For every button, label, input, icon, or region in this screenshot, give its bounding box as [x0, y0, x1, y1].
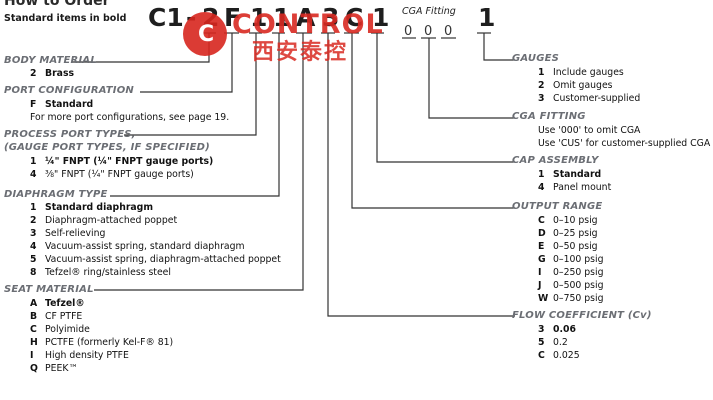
code-cga-digit-1: 0: [404, 24, 413, 39]
cga-fitting-title: CGA FITTING: [512, 111, 586, 122]
cga-fitting-note: Use '000' to omit CGA: [538, 125, 641, 136]
page-heading-clipped: How to Order: [4, 0, 110, 9]
seat-material-title: SEAT MATERIAL: [4, 284, 94, 295]
port-configuration-title: PORT CONFIGURATION: [4, 85, 134, 96]
code-cap-assembly: 1: [372, 3, 390, 32]
gauges-title: GAUGES: [512, 53, 560, 64]
cap-assembly-title: CAP ASSEMBLY: [512, 155, 599, 166]
output-range-title: OUTPUT RANGE: [512, 201, 603, 212]
code-gauges: 1: [478, 3, 496, 32]
diaphragm-type-title: DIAPHRAGM TYPE: [4, 189, 108, 200]
process-port-subtitle: (GAUGE PORT TYPES, IF SPECIFIED): [4, 142, 210, 153]
code-cga-digit-2: 0: [424, 24, 433, 39]
cga-fitting-label: CGA Fitting: [402, 6, 456, 17]
watermark-logo-letter: C: [198, 22, 215, 47]
code-flow-coefficient: 3: [322, 3, 340, 32]
watermark-text: CONTROL: [232, 9, 384, 40]
standard-items-note: Standard items in bold: [4, 13, 127, 24]
code-prefix: C1: [148, 3, 184, 32]
watermark-logo-icon: [183, 12, 227, 56]
code-seat-material: A: [296, 3, 316, 32]
code-cga-digit-3: 0: [444, 24, 453, 39]
flow-coefficient-title: FLOW COEFFICIENT (Cv): [512, 310, 652, 321]
cga-fitting-note: Use 'CUS' for customer-supplied CGA: [538, 138, 711, 149]
code-port-configuration: F: [224, 3, 242, 32]
port-configuration-note: For more port configurations, see page 1…: [30, 112, 230, 123]
body-material-title: BODY MATERIAL: [4, 55, 97, 66]
code-output-range: C: [345, 3, 364, 32]
code-process-port: 1: [250, 3, 268, 32]
code-diaphragm: 1: [273, 3, 291, 32]
process-port-title: PROCESS PORT TYPES,: [4, 129, 136, 140]
watermark-text-cn: 西安泰控: [252, 40, 349, 65]
